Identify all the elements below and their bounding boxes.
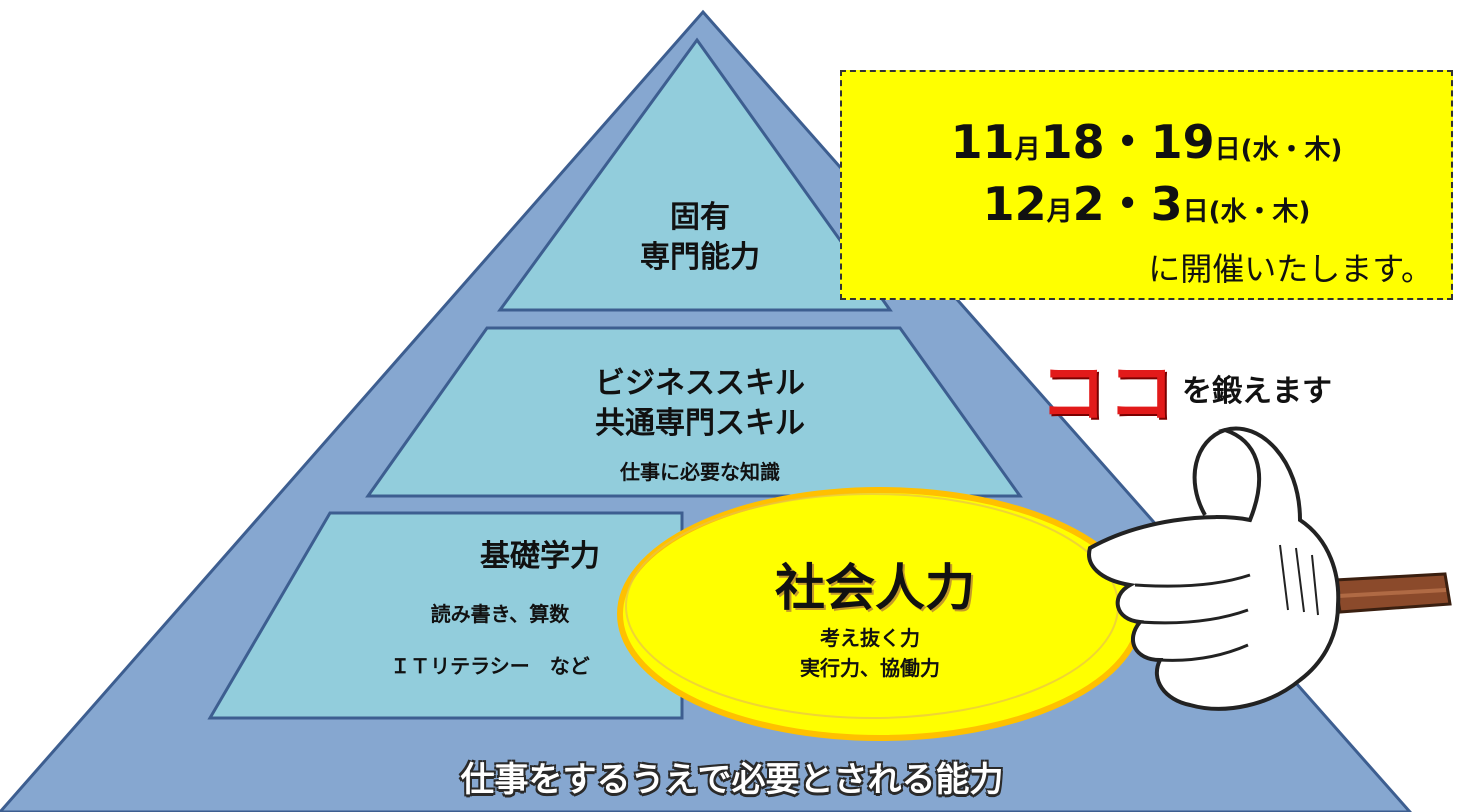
callout-tail: を鍛えます [1182,374,1332,409]
tier-middle-title-2: 共通専門スキル [595,406,805,441]
tier-middle-shape [365,326,1023,498]
tier-top-title-2: 専門能力 [640,240,760,275]
tier-bottom-left-shape [207,511,684,720]
tier-top-shape [497,37,893,312]
schedule-tail: に開催いたします。 [1148,250,1433,288]
pointing-hand-icon [1087,426,1452,711]
core-sub-2: 実行力、協働力 [800,656,940,680]
tier-bottom-left-sub-2: ＩＴリテラシー など [390,654,590,678]
schedule-line-2: 12月2・3日(水・木) [982,177,1311,231]
core-sub-1: 考え抜く力 [820,626,920,650]
tier-middle-label: ビジネススキル 共通専門スキル [520,364,880,444]
tier-top-label: 固有 専門能力 [580,198,820,278]
tier-top-title-1: 固有 [670,200,730,235]
callout: ココを鍛えます [1040,340,1332,436]
tier-middle-sub: 仕事に必要な知識 [620,460,780,484]
schedule-box: 11月18・19日(水・木) 12月2・3日(水・木) に開催いたします。 [840,70,1453,300]
tier-bottom-left-title: 基礎学力 [480,539,600,574]
callout-highlight: ココ [1040,355,1176,432]
core-title: 社会人力 [775,559,975,617]
schedule-line-1: 11月18・19日(水・木) [950,115,1343,169]
tier-middle-title-1: ビジネススキル [595,366,805,401]
diagram-caption: 仕事をするうえで必要とされる能力 [460,760,1004,800]
tier-bottom-left-sub-1: 読み書き、算数 [430,602,570,626]
